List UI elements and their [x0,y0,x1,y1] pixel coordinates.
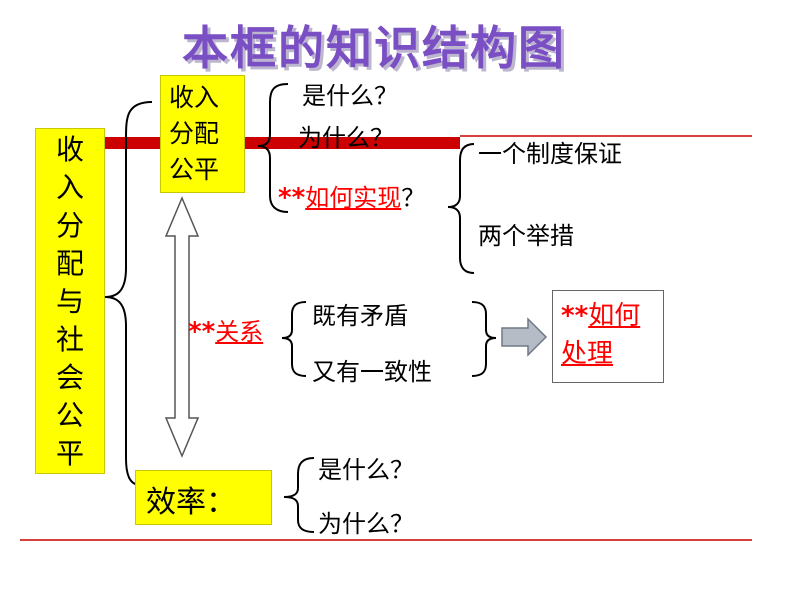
relation-consistency: 又有一致性 [312,358,432,386]
how-to-handle-link[interactable]: 如何 [588,301,641,331]
two-measures: 两个举措 [478,222,574,250]
left-box-char: 配 [55,247,84,280]
relation-brace-left [281,301,307,377]
income-distribution-social-fairness-box: 收 入 分 配 与 社 会 公 平 [35,128,105,474]
how-to-handle-box: **如何 处理 [552,290,664,383]
how-to-handle-line1: **如何 [561,297,655,335]
institutional-guarantee: 一个制度保证 [478,140,622,168]
efficiency-why: 为什么？ [318,510,414,538]
efficiency-box: 效率： [135,470,272,525]
left-box-char: 分 [55,209,84,242]
relation-contradiction: 既有矛盾 [312,302,408,330]
fairness-brace [257,83,289,213]
efficiency-what: 是什么？ [318,456,414,484]
left-box-char: 收 [55,133,84,166]
how-to-handle-link-2[interactable]: 处理 [561,339,614,369]
how-to-handle-line2: 处理 [561,335,655,373]
key-point-stars: ** [278,183,306,213]
left-box-char: 与 [55,285,84,318]
relation-label-row: **关系 [188,312,263,347]
page-title: 本框的知识结构图 [182,21,566,75]
fairness-what: 是什么？ [302,82,398,110]
key-point-stars: ** [561,301,589,331]
left-box-char: 社 [55,323,84,356]
fairness-box-line: 收入 [169,83,220,112]
thick-red-bar [105,137,460,149]
fairness-box-line: 公平 [169,155,220,184]
double-arrow-icon [164,196,200,458]
fairness-how-row: **如何实现？ [278,178,425,213]
fairness-why: 为什么？ [298,124,394,152]
how-to-achieve-link[interactable]: 如何实现 [305,184,402,212]
right-arrow-icon [501,317,548,357]
key-point-stars: ** [188,317,216,347]
fairness-box-line: 分配 [169,119,220,148]
left-box-char: 平 [55,437,84,470]
left-box-char: 公 [55,399,84,432]
how-brace [447,143,475,274]
efficiency-brace [283,457,315,533]
left-box-char: 入 [55,171,84,204]
main-brace [104,101,153,487]
how-question-mark: ？ [401,184,426,212]
relation-link[interactable]: 关系 [215,318,264,346]
relation-brace-right [471,301,497,377]
income-fairness-box: 收入 分配 公平 [160,75,245,193]
left-box-char: 会 [55,361,84,394]
